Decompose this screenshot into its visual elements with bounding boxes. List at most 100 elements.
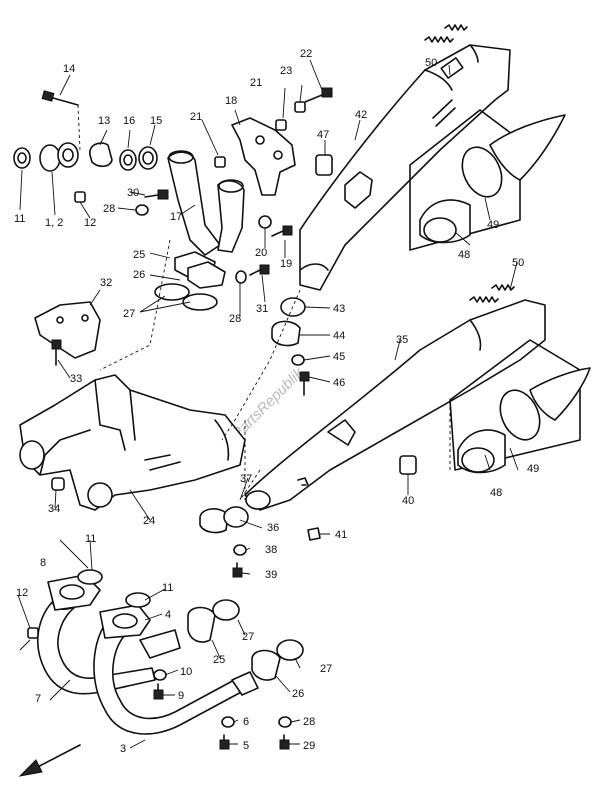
callout-8: 8 bbox=[40, 557, 46, 569]
callout-27-a: 27 bbox=[123, 308, 135, 320]
callout-21-b: 21 bbox=[190, 111, 202, 123]
callout-46: 46 bbox=[333, 377, 345, 389]
callout-50-a: 50 bbox=[425, 57, 437, 69]
callout-10: 10 bbox=[180, 666, 192, 678]
callout-35: 35 bbox=[396, 334, 408, 346]
nut-34 bbox=[51, 477, 65, 491]
pipe-17 bbox=[167, 150, 245, 256]
nut-12-b bbox=[27, 627, 39, 639]
callout-30: 30 bbox=[127, 187, 139, 199]
callout-11-a: 11 bbox=[14, 213, 25, 225]
bush-47 bbox=[315, 154, 333, 176]
washer-10 bbox=[153, 669, 167, 681]
callout-26-b: 26 bbox=[292, 688, 304, 700]
callout-43: 43 bbox=[333, 303, 345, 315]
bolt-31 bbox=[249, 264, 270, 276]
callout-26-a: 26 bbox=[133, 269, 145, 281]
bush-40 bbox=[399, 455, 417, 475]
callout-27-b: 27 bbox=[242, 631, 254, 643]
end-cap-upper bbox=[461, 114, 566, 198]
clamp-44 bbox=[271, 320, 301, 347]
bolt-33 bbox=[51, 339, 62, 366]
callout-47: 47 bbox=[317, 129, 329, 141]
nut-21-b bbox=[214, 156, 226, 168]
bolt-22 bbox=[304, 87, 333, 103]
clamp-13 bbox=[89, 142, 113, 168]
callout-1-2: 1, 2 bbox=[45, 217, 63, 229]
callout-32: 32 bbox=[100, 277, 112, 289]
callout-13: 13 bbox=[98, 115, 110, 127]
callout-23: 23 bbox=[280, 65, 292, 77]
band-27-c bbox=[212, 599, 240, 621]
callout-28-c: 28 bbox=[303, 716, 315, 728]
ring-16 bbox=[119, 149, 137, 171]
callout-33: 33 bbox=[70, 373, 82, 385]
upper-muffler bbox=[299, 44, 511, 291]
callout-20: 20 bbox=[255, 247, 267, 259]
band-27-d bbox=[276, 639, 304, 661]
callout-40: 40 bbox=[402, 495, 414, 507]
nut-21-a bbox=[275, 119, 287, 131]
bolt-29 bbox=[279, 734, 290, 750]
callout-25-a: 25 bbox=[133, 249, 145, 261]
flange-4 bbox=[99, 604, 151, 639]
washer-20 bbox=[258, 215, 272, 229]
end-cap-lower bbox=[499, 367, 591, 441]
gasket-36 bbox=[223, 506, 249, 528]
clamp-26-upper bbox=[187, 261, 226, 289]
callout-28-a: 28 bbox=[103, 203, 115, 215]
joint-1-2 bbox=[39, 142, 79, 172]
callout-48-b: 48 bbox=[490, 487, 502, 499]
front-arrow-icon bbox=[18, 744, 81, 777]
callout-18: 18 bbox=[225, 95, 237, 107]
washer-38 bbox=[233, 544, 247, 556]
band-27-a bbox=[154, 283, 190, 301]
bolt-46 bbox=[299, 371, 310, 396]
nut-23 bbox=[294, 101, 306, 113]
nut-41 bbox=[307, 527, 321, 541]
spring-upper bbox=[424, 36, 454, 43]
callout-28-b: 28 bbox=[229, 313, 241, 325]
inner-cone-upper bbox=[419, 199, 471, 244]
callout-29: 29 bbox=[303, 740, 315, 752]
bolt-9 bbox=[153, 683, 164, 700]
callout-31: 31 bbox=[256, 303, 268, 315]
callout-25-b: 25 bbox=[213, 654, 225, 666]
clamp-36-a bbox=[199, 508, 229, 534]
callout-15: 15 bbox=[150, 115, 162, 127]
gasket-11-b bbox=[77, 569, 103, 585]
gasket-11 bbox=[13, 147, 31, 169]
band-27-b bbox=[182, 293, 218, 311]
washer-28 bbox=[135, 204, 149, 216]
callout-22: 22 bbox=[300, 48, 312, 60]
washer-28-b bbox=[235, 270, 247, 284]
washer-6 bbox=[221, 716, 235, 728]
callout-36: 36 bbox=[267, 522, 279, 534]
callout-3: 3 bbox=[120, 743, 126, 755]
callout-44: 44 bbox=[333, 330, 345, 342]
gasket-11-c bbox=[125, 592, 151, 608]
callout-38: 38 bbox=[265, 544, 277, 556]
bolt-5 bbox=[219, 734, 230, 750]
heat-shield-outline-lower bbox=[449, 339, 581, 471]
lower-muffler bbox=[244, 299, 546, 511]
exhaust-chamber bbox=[19, 374, 246, 511]
callout-11-c: 11 bbox=[162, 582, 173, 594]
callout-4: 4 bbox=[165, 609, 171, 621]
callout-49-a: 49 bbox=[487, 219, 499, 231]
callout-27-c: 27 bbox=[320, 663, 332, 675]
spring-lower bbox=[469, 296, 499, 303]
clamp-25-lower bbox=[187, 606, 216, 643]
bolt-39 bbox=[232, 562, 243, 578]
callout-21-a: 21 bbox=[250, 77, 262, 89]
callout-39: 39 bbox=[265, 569, 277, 581]
callout-14: 14 bbox=[63, 63, 75, 75]
callout-42: 42 bbox=[355, 109, 367, 121]
callout-34: 34 bbox=[48, 503, 60, 515]
ring-15 bbox=[138, 146, 158, 170]
callout-19: 19 bbox=[280, 258, 292, 270]
callout-9: 9 bbox=[178, 690, 184, 702]
callout-7: 7 bbox=[35, 693, 41, 705]
watermark: PartsRepublik bbox=[229, 364, 308, 443]
